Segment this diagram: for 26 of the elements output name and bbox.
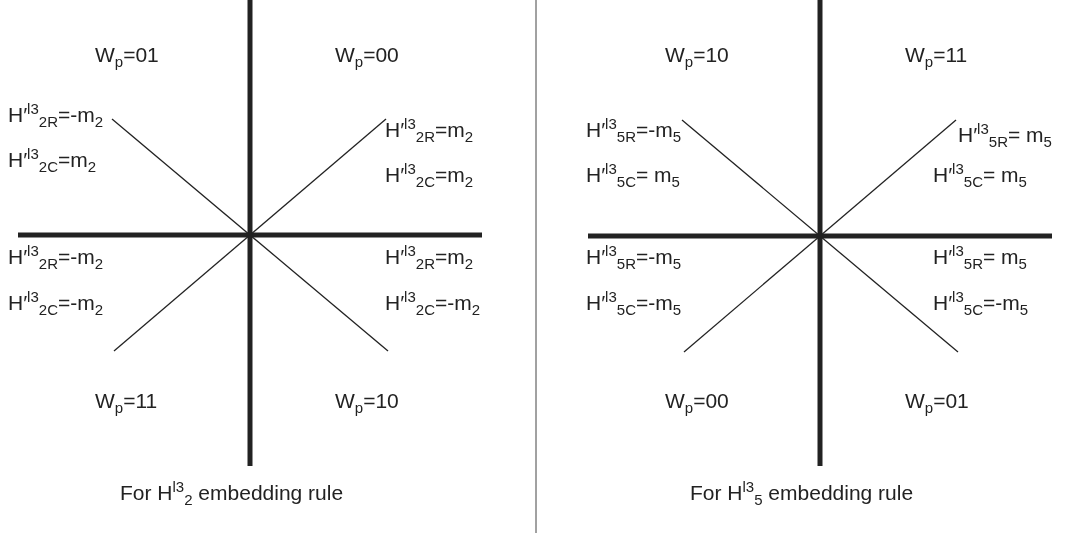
weight-label: W$_{p}$=10 (335, 388, 399, 418)
formula-label: H′$^{l3}$$_{5C}$=-m$_{5}$ (586, 288, 682, 320)
formula-label: H′$^{l3}$$_{5R}$=-m$_{5}$ (586, 242, 682, 274)
weight-label: W$_{p}$=10 (665, 42, 729, 72)
formula-label: H′$^{l3}$$_{2R}$=m$_{2}$ (385, 242, 474, 274)
formula-label: H′$^{l3}$$_{2R}$=-m$_{2}$ (8, 100, 104, 132)
formula-label: H′$^{l3}$$_{5C}$= m$_{5}$ (586, 160, 680, 192)
weight-label: W$_{p}$=11 (95, 388, 158, 418)
formula-label: H′$^{l3}$$_{2C}$=-m$_{2}$ (8, 288, 104, 320)
formula-label: H′$^{l3}$$_{2C}$=m$_{2}$ (8, 145, 97, 177)
caption: For H$^{l3}$$_{5}$ embedding rule (690, 478, 914, 510)
weight-label: W$_{p}$=00 (335, 42, 399, 72)
formula-label: H′$^{l3}$$_{5R}$= m$_{5}$ (933, 242, 1027, 274)
formula-label: H′$^{l3}$$_{2R}$=-m$_{2}$ (8, 242, 104, 274)
formula-label: H′$^{l3}$$_{5C}$= m$_{5}$ (933, 160, 1027, 192)
formula-label: H′$^{l3}$$_{5R}$=-m$_{5}$ (586, 115, 682, 147)
formula-label: H′$^{l3}$$_{5R}$= m$_{5}$ (958, 120, 1052, 152)
weight-label: W$_{p}$=01 (905, 388, 969, 418)
weight-label: W$_{p}$=01 (95, 42, 159, 72)
formula-label: H′$^{l3}$$_{2C}$=-m$_{2}$ (385, 288, 481, 320)
caption: For H$^{l3}$$_{2}$ embedding rule (120, 478, 344, 510)
weight-label: W$_{p}$=11 (905, 42, 968, 72)
formula-label: H′$^{l3}$$_{5C}$=-m$_{5}$ (933, 288, 1029, 320)
weight-label: W$_{p}$=00 (665, 388, 729, 418)
formula-label: H′$^{l3}$$_{2C}$=m$_{2}$ (385, 160, 474, 192)
formula-label: H′$^{l3}$$_{2R}$=m$_{2}$ (385, 115, 474, 147)
